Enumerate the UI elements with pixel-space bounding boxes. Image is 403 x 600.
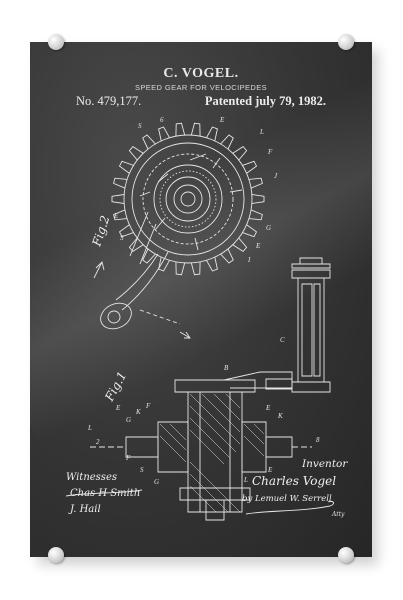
standoff-pin-top-right	[338, 34, 354, 50]
svg-text:S: S	[138, 122, 142, 130]
patent-subtitle: SPEED GEAR FOR VELOCIPEDES	[134, 83, 268, 92]
fig2-label: Fig.2	[89, 214, 112, 249]
svg-text:G: G	[266, 224, 271, 232]
sprocket-tooth	[206, 257, 218, 272]
svg-text:S: S	[140, 466, 144, 474]
sprocket-tooth	[232, 146, 248, 161]
attorney-abbr: Atty	[331, 511, 345, 518]
standoff-pin-bottom-left	[48, 547, 64, 563]
hub-side-view	[230, 257, 331, 393]
svg-text:E: E	[255, 242, 261, 250]
svg-text:8: 8	[316, 436, 320, 444]
sprocket-tooth	[251, 194, 265, 204]
svg-text:L: L	[243, 476, 248, 484]
inventor-label: Inventor	[302, 458, 348, 470]
svg-text:6: 6	[160, 116, 164, 124]
inventor-signature: Charles Vogel	[252, 474, 337, 488]
svg-text:I: I	[247, 256, 251, 264]
sprocket-tooth	[232, 237, 248, 252]
inventor-heading: C. VOGEL.	[163, 66, 239, 81]
sprocket-tooth	[242, 160, 258, 174]
sprocket-tooth	[113, 177, 128, 189]
svg-text:K: K	[277, 412, 283, 420]
sprocket-tooth	[158, 257, 170, 272]
witness-signature-1: Chas H Smith	[70, 488, 141, 499]
svg-text:K: K	[135, 408, 141, 416]
sprocket-tooth	[190, 261, 201, 276]
standoff-pin-top-left	[48, 34, 64, 50]
witnesses-label: Witnesses	[66, 472, 117, 483]
svg-text:E: E	[115, 404, 121, 412]
svg-text:G: G	[154, 478, 159, 486]
chalkboard-patent-print: C. VOGEL. SPEED GEAR FOR VELOCIPEDES No.…	[30, 42, 372, 557]
sprocket-tooth	[113, 209, 128, 221]
svg-text:L: L	[259, 128, 264, 136]
svg-text:C: C	[280, 336, 285, 344]
standoff-pin-bottom-right	[338, 547, 354, 563]
sprocket-tooth	[142, 248, 156, 264]
sprocket-tooth	[118, 224, 134, 238]
sprocket-tooth	[206, 126, 218, 141]
svg-text:S: S	[120, 234, 124, 242]
svg-text:L: L	[87, 424, 92, 432]
sprocket-tooth	[118, 160, 134, 174]
sprocket-tooth	[242, 224, 258, 238]
sprocket-tooth	[142, 134, 156, 150]
sprocket-tooth	[248, 177, 263, 189]
witness-underline	[65, 489, 143, 497]
patent-date: Patented july 79, 1982.	[204, 94, 326, 108]
sprocket-tooth	[175, 261, 186, 276]
sprocket-tooth	[128, 146, 144, 161]
svg-text:G: G	[126, 416, 131, 424]
sprocket-tooth	[175, 122, 186, 137]
sprocket-tooth	[220, 248, 234, 264]
sprocket-tooth	[220, 134, 234, 150]
svg-text:E: E	[265, 404, 271, 412]
svg-text:F: F	[145, 402, 151, 410]
svg-text:B: B	[224, 364, 229, 372]
fig1-label: Fig.1	[102, 369, 130, 404]
sprocket-tooth	[111, 194, 125, 204]
sprocket-tooth	[248, 209, 263, 221]
svg-text:E: E	[113, 212, 119, 220]
attorney-signature: by Lemuel W. Serrell	[242, 494, 332, 504]
svg-text:2: 2	[96, 438, 100, 446]
patent-drawing: S6E LFJ GEI ESC L2E GKF EK8 FSG ELB Fig.…	[65, 116, 345, 521]
patent-number: No. 479,177.	[76, 94, 142, 108]
svg-text:J: J	[274, 172, 278, 180]
sprocket-tooth	[190, 122, 201, 137]
svg-text:F: F	[125, 454, 131, 462]
witness-signature-2: J. Hail	[70, 504, 101, 515]
attorney-flourish	[245, 501, 335, 515]
svg-text:E: E	[267, 466, 273, 474]
sprocket-gear-figure	[93, 122, 265, 339]
svg-text:F: F	[267, 148, 273, 156]
svg-text:E: E	[219, 116, 225, 124]
cross-section-figure	[90, 371, 312, 521]
sprocket-tooth	[158, 126, 170, 141]
sprocket-tooth	[128, 237, 144, 252]
